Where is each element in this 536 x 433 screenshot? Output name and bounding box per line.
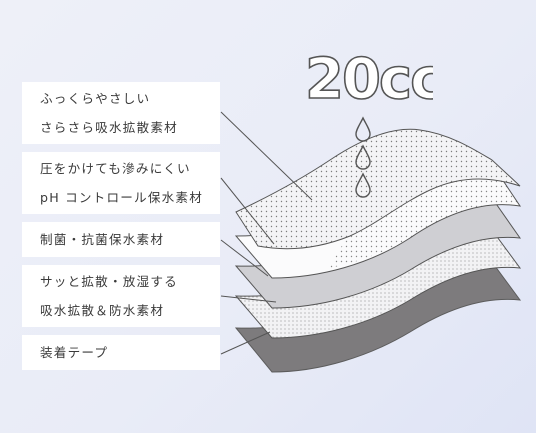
layer-soft-top bbox=[235, 128, 521, 250]
label-ph-control: 圧をかけても滲みにくい pH コントロール保水素材 bbox=[22, 152, 220, 214]
label-line: 吸水拡散＆防水素材 bbox=[40, 303, 165, 318]
leader-line bbox=[220, 239, 269, 277]
label-line: さらさら吸水拡散素材 bbox=[40, 120, 178, 135]
volume-text: 20cc bbox=[305, 47, 433, 110]
label-line: サッと拡散・放湿する bbox=[40, 274, 178, 289]
leader-line bbox=[220, 177, 275, 245]
leader-line bbox=[220, 111, 313, 201]
volume-heading: 20cc bbox=[304, 46, 433, 110]
label-tape: 装着テープ bbox=[22, 335, 220, 370]
label-line: 制菌・抗菌保水素材 bbox=[40, 232, 165, 247]
droplet-icon bbox=[355, 172, 371, 198]
label-line: pH コントロール保水素材 bbox=[40, 190, 204, 205]
label-antibacterial: 制菌・抗菌保水素材 bbox=[22, 222, 220, 257]
label-line: ふっくらやさしい bbox=[40, 91, 151, 106]
droplet-icons bbox=[355, 116, 371, 198]
label-soft-top: ふっくらやさしい さらさら吸水拡散素材 bbox=[22, 82, 220, 144]
label-diffusion-waterproof: サッと拡散・放湿する 吸水拡散＆防水素材 bbox=[22, 265, 220, 327]
label-line: 圧をかけても滲みにくい bbox=[40, 161, 191, 176]
leader-lines bbox=[220, 111, 313, 355]
droplet-icon bbox=[355, 144, 371, 170]
leader-line bbox=[220, 295, 277, 303]
label-line: 装着テープ bbox=[40, 345, 109, 360]
droplet-icon bbox=[355, 116, 371, 142]
leader-line bbox=[220, 331, 271, 355]
